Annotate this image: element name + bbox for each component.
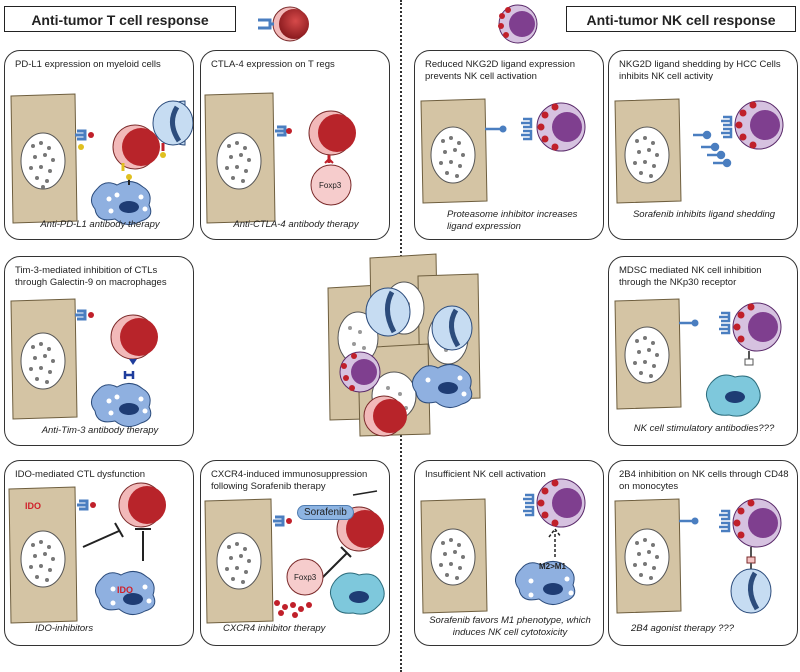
mdsc-illustration	[614, 298, 782, 417]
ido-label-tumor: IDO	[25, 501, 42, 511]
panel-title: MDSC mediated NK cell inhibition through…	[619, 265, 762, 288]
panel-insufficient-nk: Insufficient NK cell activation M2>M1 So…	[414, 460, 604, 646]
foxp3-label: Foxp3	[319, 181, 342, 190]
panel-title: IDO-mediated CTL dysfunction	[15, 469, 146, 480]
panel-title: Insufficient NK cell activation	[425, 469, 546, 480]
ido-illustration	[8, 482, 166, 624]
panel-caption: NK cell stimulatory antibodies???	[633, 423, 775, 434]
sorafenib-badge: Sorafenib	[297, 505, 354, 520]
panel-title: 2B4 inhibition on NK cells through CD48 …	[619, 469, 789, 492]
tumor-cluster-illustration	[327, 253, 481, 437]
tim3-illustration	[10, 298, 158, 427]
panel-mdsc: MDSC mediated NK cell inhibition through…	[608, 256, 798, 446]
panel-nkg2d-reduced: Reduced NKG2D ligand expression prevents…	[414, 50, 604, 240]
foxp3-label: Foxp3	[294, 573, 317, 582]
panel-caption: IDO-inhibitors	[35, 623, 94, 634]
panel-caption: 2B4 agonist therapy ???	[631, 623, 734, 634]
panel-title: Reduced NKG2D ligand expression prevents…	[425, 59, 575, 82]
panel-caption: CXCR4 inhibitor therapy	[223, 623, 326, 634]
panel-title: NKG2D ligand shedding by HCC Cells inhib…	[619, 59, 781, 82]
nk-cell-header: Anti-tumor NK cell response	[566, 6, 796, 32]
panel-caption: Proteasome inhibitor increases ligand ex…	[447, 209, 578, 232]
t-cell-header: Anti-tumor T cell response	[4, 6, 236, 32]
panel-caption: Anti-CTLA-4 antibody therapy	[233, 219, 359, 230]
pdl1-illustration	[10, 93, 193, 225]
panel-caption: Anti-PD-L1 antibody therapy	[40, 219, 160, 230]
panel-title: CTLA-4 expression on T regs	[211, 59, 335, 70]
nk-cell-legend-icon	[498, 4, 538, 44]
t-cell-legend-icon	[258, 6, 309, 42]
nkg2d-reduced-illustration	[420, 98, 586, 204]
panel-2b4: 2B4 inhibition on NK cells through CD48 …	[608, 460, 798, 646]
panel-caption: Sorafenib inhibits ligand shedding	[632, 209, 776, 220]
panel-ido: IDO-mediated CTL dysfunction IDO IDO IDO…	[4, 460, 194, 646]
panel-title: CXCR4-induced immunosuppression followin…	[211, 469, 368, 492]
panel-ctla4: CTLA-4 expression on T regs Foxp3 Anti-C…	[200, 50, 390, 240]
panel-caption: Sorafenib favors M1 phenotype, which ind…	[429, 615, 591, 638]
ido-label-macrophage: IDO	[117, 585, 134, 595]
2b4-illustration	[614, 498, 782, 614]
panel-caption: Anti-Tim-3 antibody therapy	[41, 425, 159, 436]
panel-title: PD-L1 expression on myeloid cells	[15, 59, 161, 70]
tumor-cell	[10, 93, 78, 224]
cxcr4-illustration	[204, 490, 385, 624]
panel-pdl1: PD-L1 expression on myeloid cells Anti-P…	[4, 50, 194, 240]
panel-tim3: Tim-3-mediated inhibition of CTLs throug…	[4, 256, 194, 446]
panel-nkg2d-shedding: NKG2D ligand shedding by HCC Cells inhib…	[608, 50, 798, 240]
panel-cxcr4: CXCR4-induced immunosuppression followin…	[200, 460, 390, 646]
m2-m1-label: M2>M1	[539, 562, 566, 571]
insufficient-nk-illustration	[420, 478, 586, 614]
ctla4-illustration	[204, 92, 356, 224]
panel-title: Tim-3-mediated inhibition of CTLs throug…	[15, 265, 167, 288]
nkg2d-shedding-illustration	[614, 98, 784, 204]
